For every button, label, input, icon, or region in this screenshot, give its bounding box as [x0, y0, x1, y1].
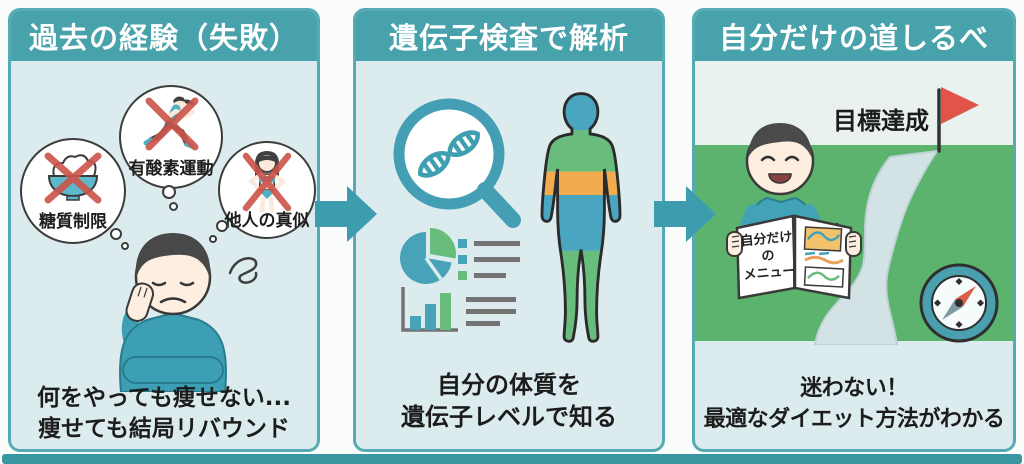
legend-list	[458, 239, 520, 287]
flow-arrow-icon	[315, 186, 377, 242]
legend-row	[458, 239, 520, 248]
caption-line: 何をやっても痩せない...	[37, 385, 291, 411]
bubble-tail-dot	[216, 220, 228, 232]
panel-gene-caption: 自分の体質を 遺伝子レベルで知る	[356, 369, 662, 433]
bubble-tail-dot	[209, 235, 217, 243]
happy-man-with-menu-illustration	[726, 123, 862, 300]
thought-bubble-aerobic: 有酸素運動	[119, 85, 223, 189]
legend-text-bar	[474, 273, 506, 278]
legend-swatch	[458, 271, 467, 280]
panel-guidepost-body: 目標達成	[695, 61, 1013, 449]
thought-bubble-carbs: 糖質制限	[20, 138, 126, 244]
legend-text-bar	[474, 257, 520, 262]
cross-out-icon	[44, 152, 102, 204]
thought-bubble-imitation: 他人の真似	[218, 141, 316, 239]
body-type-silhouette	[540, 92, 622, 343]
panel-gene-analysis: 遺伝子検査で解析	[353, 8, 665, 452]
legend-swatch	[458, 255, 467, 264]
bubble-label-aerobic: 有酸素運動	[128, 159, 214, 179]
booklet-label: 自分だけの メニュー	[734, 228, 802, 284]
compass-icon	[919, 263, 999, 343]
bubble-tail-dot	[110, 228, 122, 240]
panel-past-caption: 何をやっても痩せない... 痩せても結局リバウンド	[11, 383, 317, 445]
bubble-label-imitation: 他人の真似	[224, 211, 310, 231]
panel-past-body: 糖質制限 有酸	[11, 61, 317, 449]
legend-swatch	[458, 239, 467, 248]
worried-man-illustration	[119, 233, 227, 392]
booklet-label-line: 自分だけの	[739, 229, 794, 265]
flow-arrow-icon	[654, 186, 716, 242]
dna-magnifier-icon	[393, 98, 521, 228]
menu-booklet	[735, 214, 853, 300]
legend-row	[458, 271, 520, 280]
bubble-tail-dot	[121, 242, 129, 250]
bubble-label-carbs: 糖質制限	[39, 212, 107, 232]
goal-label: 目標達成	[833, 107, 929, 135]
runner-icon	[143, 96, 199, 151]
bottom-edge-bar	[2, 454, 1022, 464]
caption-line: 迷わない！	[800, 376, 908, 401]
panel-gene-title: 遺伝子検査で解析	[388, 21, 629, 55]
rice-bowl-icon	[44, 152, 102, 204]
caption-line: 自分の体質を	[437, 371, 581, 399]
legend-row	[458, 255, 520, 264]
panel-gene-header: 遺伝子検査で解析	[356, 11, 662, 61]
bubble-tail-dot	[169, 202, 178, 211]
cross-out-icon	[145, 97, 199, 151]
frustration-squiggle-icon	[228, 257, 258, 284]
panel-guidepost-caption: 迷わない！ 最適なダイエット方法がわかる	[695, 373, 1013, 435]
caption-line: 遺伝子レベルで知る	[401, 403, 617, 431]
panel-past-title: 過去の経験（失敗）	[28, 21, 299, 55]
panel-guidepost-header: 自分だけの道しるべ	[695, 11, 1013, 61]
legend-text-bar	[474, 241, 520, 246]
panel-guidepost-title: 自分だけの道しるべ	[718, 21, 989, 55]
panel-past-header: 過去の経験（失敗）	[11, 11, 317, 61]
panel-guidepost: 自分だけの道しるべ 目標達成	[692, 8, 1016, 452]
panel-past-experience: 過去の経験（失敗） 糖質制限	[8, 8, 320, 452]
cross-out-icon	[242, 152, 292, 212]
pie-chart-icon	[399, 228, 456, 284]
bubble-tail-dot	[162, 185, 176, 199]
bar-chart-icon	[401, 287, 516, 332]
panel-gene-body: 自分の体質を 遺伝子レベルで知る	[356, 61, 662, 449]
goal-flag-icon	[937, 87, 979, 153]
caption-line: 痩せても結局リバウンド	[38, 416, 290, 442]
caption-line: 最適なダイエット方法がわかる	[703, 407, 1005, 432]
swimsuit-woman-icon	[242, 151, 292, 213]
